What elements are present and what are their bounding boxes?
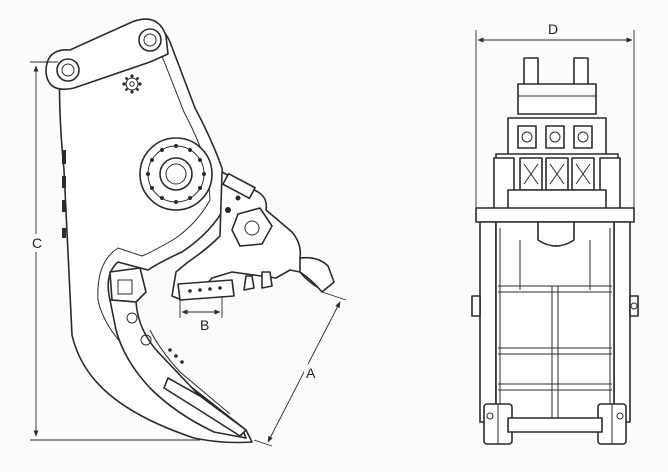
front-view: D bbox=[471, 21, 639, 445]
dimension-d: D bbox=[475, 21, 635, 210]
jaw-bolt-1 bbox=[225, 207, 231, 213]
side-pins bbox=[471, 295, 639, 317]
dimension-label-b: B bbox=[200, 317, 209, 333]
dimension-label-d: D bbox=[548, 21, 558, 37]
upper-teeth bbox=[243, 271, 273, 291]
fixed-jaw-contour bbox=[149, 329, 231, 415]
fixed-jaw-hole-2 bbox=[140, 334, 152, 346]
fixed-jaw-arm bbox=[109, 299, 247, 439]
upper-tooth-plate bbox=[177, 279, 235, 301]
jaw-pivot-plate bbox=[231, 207, 273, 247]
jaw-bolt-2 bbox=[235, 195, 241, 201]
upper-pin-hole-left-inner bbox=[61, 63, 75, 77]
dimension-b: B bbox=[179, 296, 223, 333]
cylinder-bracket bbox=[222, 172, 256, 200]
dimension-c: C bbox=[28, 61, 200, 441]
fixed-jaw-hole-1 bbox=[126, 312, 138, 324]
bearing-housing bbox=[493, 153, 621, 211]
upper-tooth-bolts bbox=[188, 286, 222, 293]
side-view: C A B bbox=[28, 18, 347, 447]
gear-icon bbox=[122, 74, 142, 94]
upper-pin-hole-right bbox=[138, 28, 162, 52]
side-wear-strips bbox=[62, 150, 66, 238]
jaw-pivot-pin bbox=[244, 220, 260, 236]
adapter-plate bbox=[507, 117, 607, 157]
fixed-jaw-blade bbox=[163, 377, 247, 437]
rotation-bearing bbox=[139, 137, 213, 211]
fixed-jaw-bolts bbox=[168, 348, 184, 364]
dimension-label-c: C bbox=[32, 235, 42, 251]
main-frame bbox=[475, 207, 635, 423]
dimension-a: A bbox=[253, 291, 347, 447]
jaw-tip bbox=[299, 256, 335, 293]
upper-pin-hole-left bbox=[56, 58, 80, 82]
upper-pin-hole-right-inner bbox=[143, 33, 157, 47]
bottom-jaw-tips bbox=[483, 403, 627, 445]
fixed-jaw-lug bbox=[117, 279, 133, 295]
dimension-label-a: A bbox=[306, 365, 316, 381]
top-mounting-lugs bbox=[517, 57, 597, 115]
fixed-jaw-upper-block bbox=[109, 267, 147, 303]
